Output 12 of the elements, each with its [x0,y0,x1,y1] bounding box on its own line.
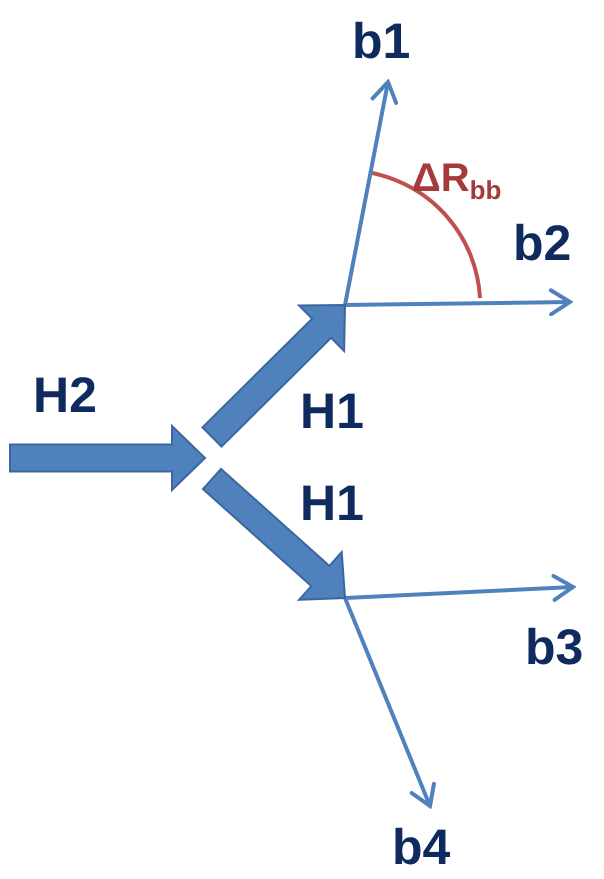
particle-label: H1 [300,478,364,528]
particle-label: H1 [300,386,364,436]
particle-label: b2 [513,218,572,268]
arrow [343,80,398,306]
arrow [343,597,436,808]
particle-label: b1 [352,16,410,66]
particle-label: b3 [525,622,584,672]
arrow [344,574,575,602]
particle-label: H2 [33,370,97,420]
arrow [344,288,572,316]
particle-label: b4 [392,822,450,872]
angle-label: ΔR$_{bb}$ [412,158,502,203]
